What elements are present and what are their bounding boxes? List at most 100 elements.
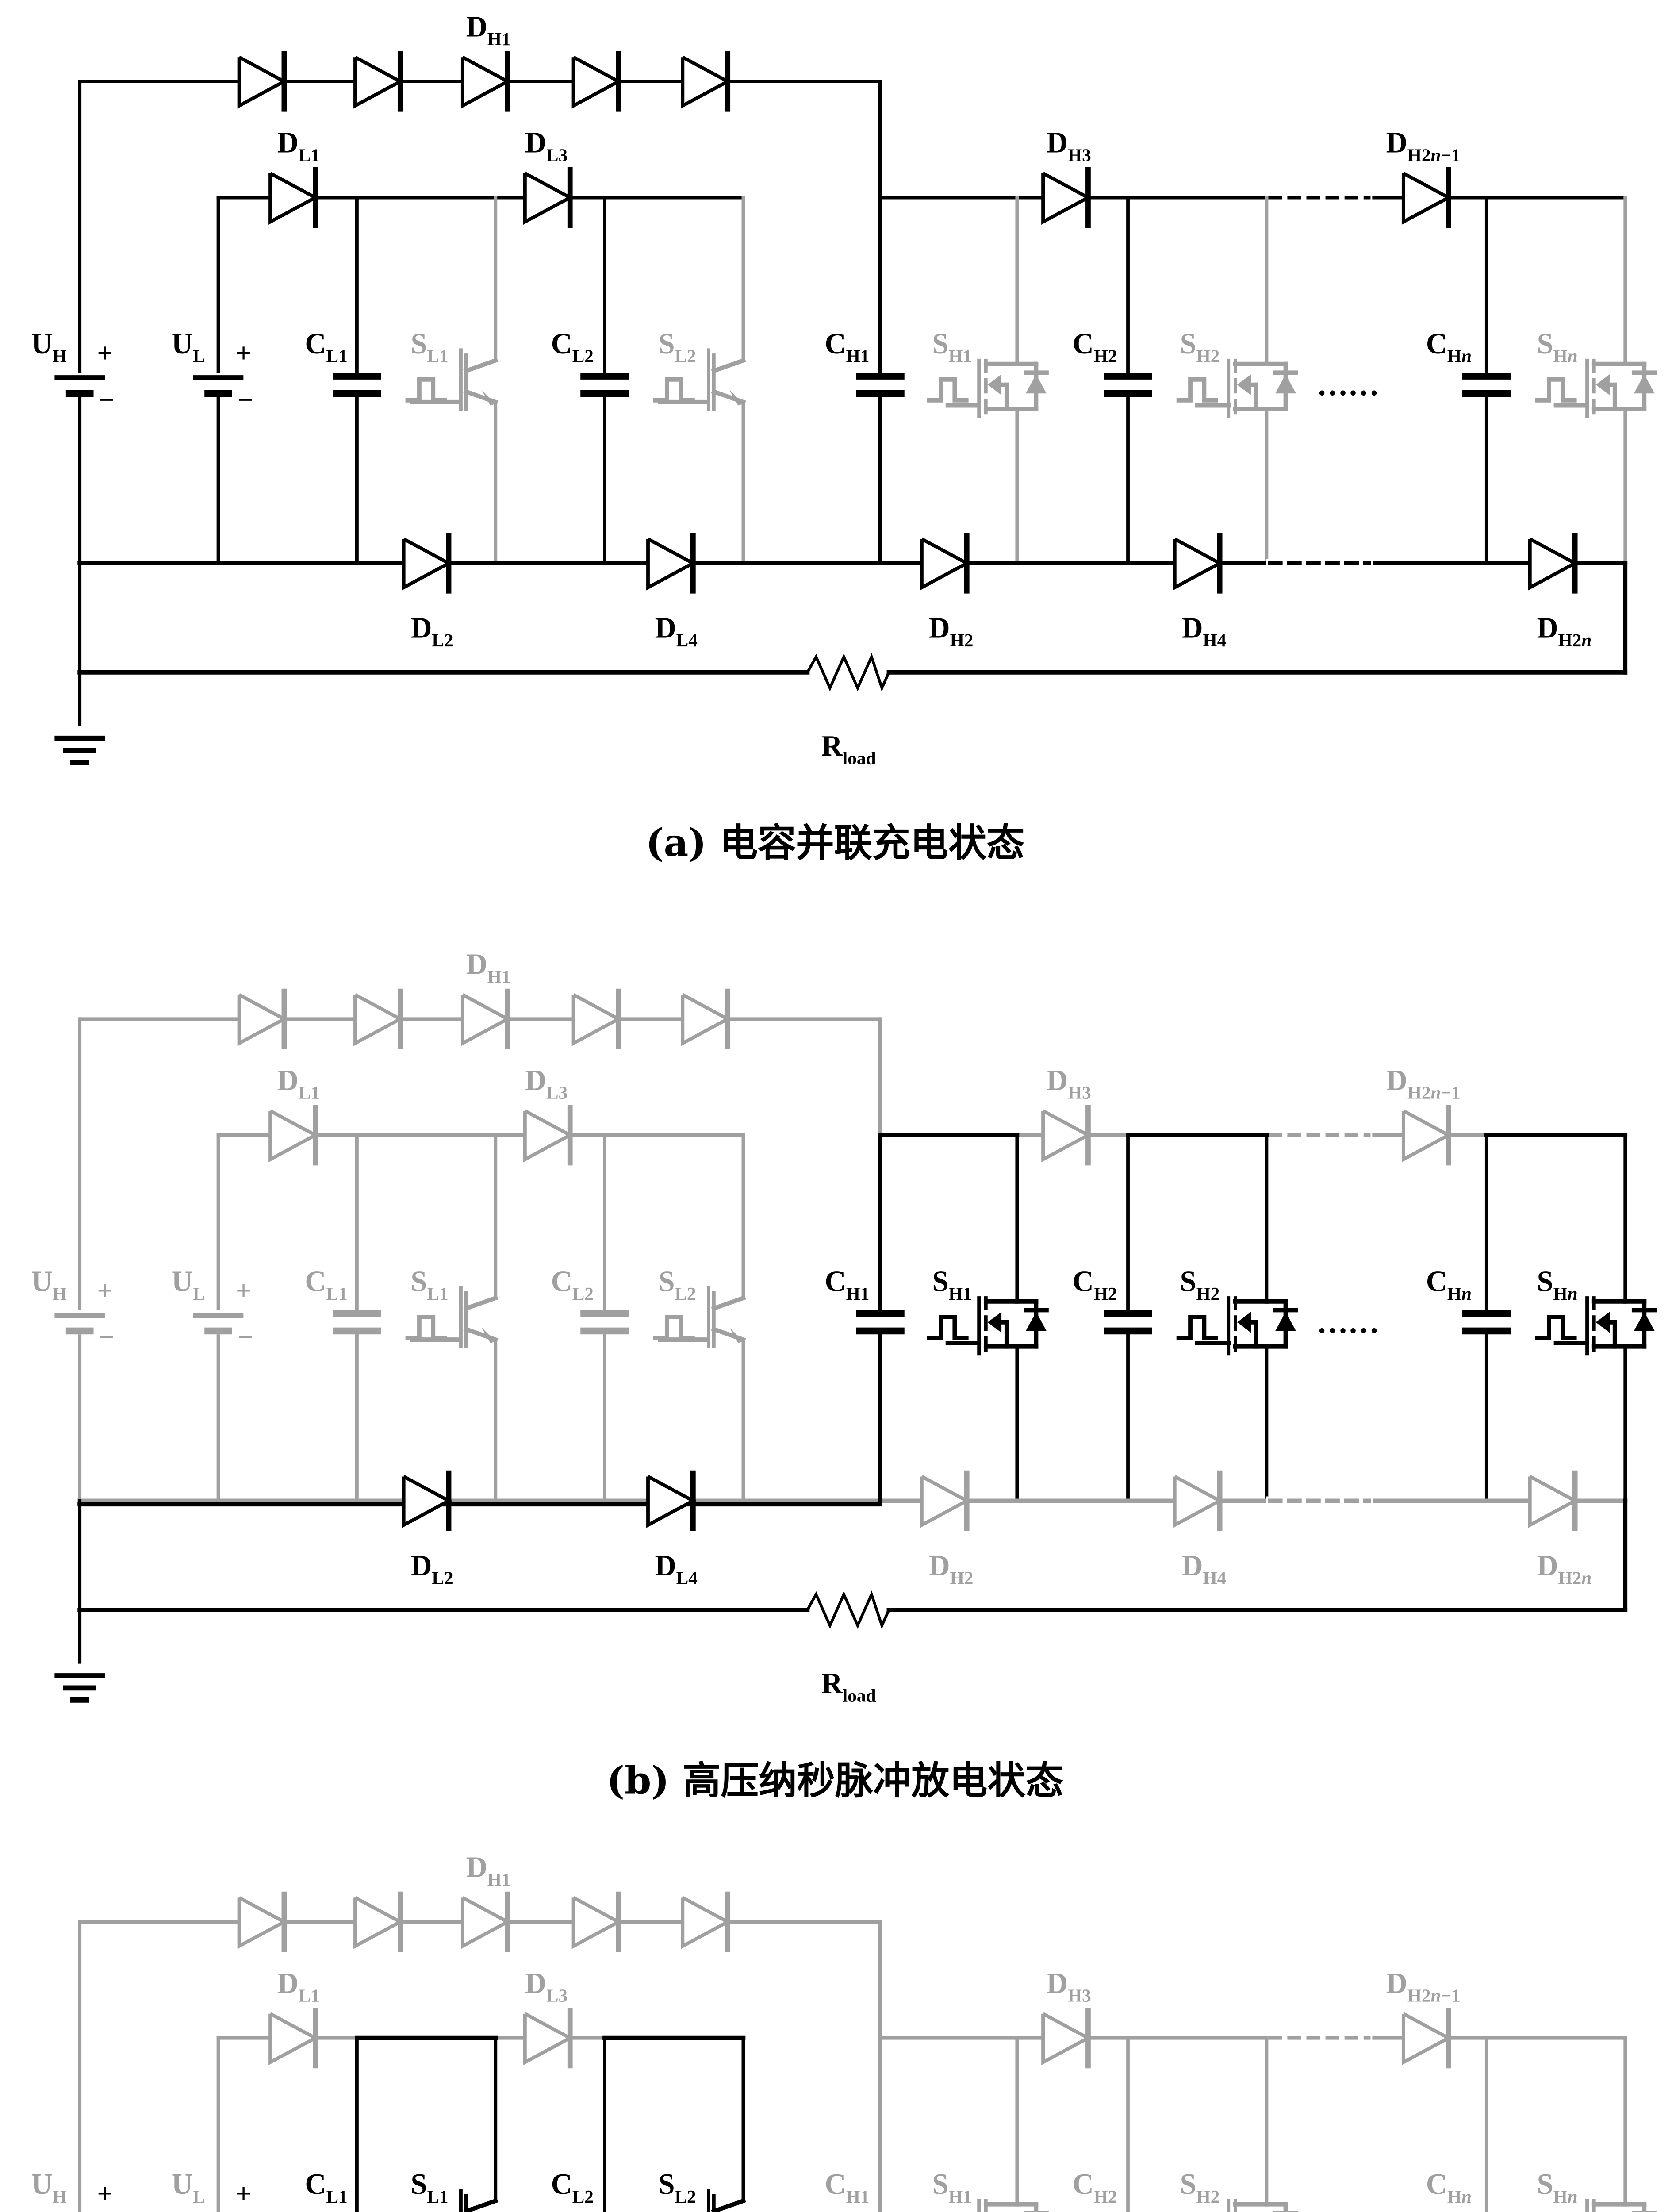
label-sl2: SL2 — [658, 1265, 696, 1304]
label-main: C — [1426, 1265, 1447, 1298]
label-main: D — [929, 612, 950, 645]
diode-dh1-1 — [237, 51, 288, 112]
diode-dl2 — [402, 1470, 453, 1531]
minus-sign-icon: − — [99, 384, 115, 415]
label-subscript: L1 — [326, 346, 348, 366]
label-subscript: L1 — [299, 1083, 320, 1103]
diode-triangle-icon — [353, 1896, 404, 1949]
label-main: D — [525, 127, 546, 159]
label-main: U — [172, 328, 193, 360]
label-main: S — [932, 2168, 948, 2200]
label-main: D — [277, 127, 299, 159]
body-diode-icon — [1634, 374, 1655, 394]
label-dl4: DL4 — [655, 612, 698, 651]
diode-triangle-icon — [1401, 1109, 1452, 1163]
igbt-sl2 — [707, 2189, 746, 2212]
label-subscript: H2 — [1407, 1985, 1431, 2005]
battery-ul: +− — [193, 1275, 253, 1353]
stage-ellipsis: …… — [1317, 1305, 1379, 1340]
diode-dh2n — [1528, 533, 1579, 594]
mosfet-sh1 — [927, 358, 1049, 418]
label-subscript: L2 — [675, 346, 696, 366]
mosfet-sh2 — [1176, 358, 1298, 418]
igbt-sl1 — [405, 348, 499, 411]
label-subscript: L1 — [427, 1283, 448, 1304]
diode-triangle-icon — [353, 993, 404, 1046]
label-ch1: CH1 — [825, 328, 870, 366]
label-subscript: H1 — [948, 1283, 972, 1304]
diode-triangle-icon — [646, 1475, 697, 1528]
diode-dh4 — [1173, 533, 1223, 594]
label-main: D — [277, 1064, 299, 1097]
label-dl1: DL1 — [277, 1967, 320, 2006]
diode-triangle-icon — [571, 55, 622, 109]
label-main: D — [1386, 127, 1407, 159]
label-sh2: SH2 — [1180, 328, 1220, 366]
diode-triangle-icon — [402, 1475, 453, 1528]
stage-ellipsis: …… — [1317, 368, 1379, 402]
label-main: C — [1073, 328, 1094, 360]
label-main: C — [305, 328, 326, 360]
label-uh: UH — [31, 328, 67, 366]
diode-triangle-icon — [1401, 172, 1452, 225]
diode-triangle-icon — [1528, 537, 1579, 591]
mosfet-sh2 — [1176, 1296, 1298, 1356]
label-main: D — [1047, 127, 1068, 159]
label-subscript: L2 — [572, 2186, 594, 2207]
label-dh1: DH1 — [466, 948, 511, 987]
diode-dh1-3 — [460, 51, 511, 112]
label-subscript-tail: −1 — [1441, 1985, 1460, 2005]
label-dh2: DH2 — [929, 1550, 974, 1588]
label-subscript: H — [53, 2186, 67, 2207]
gate-pulse-icon — [405, 377, 447, 403]
emitter-arrow-icon — [729, 1327, 744, 1343]
label-dl3: DL3 — [525, 127, 568, 165]
label-dl4: DL4 — [655, 1550, 698, 1588]
diode-dl3 — [523, 1105, 574, 1166]
label-ch2: CH2 — [1073, 328, 1117, 366]
emitter-arrow-icon — [729, 390, 744, 406]
label-main: S — [658, 328, 675, 360]
label-ul: UL — [172, 2168, 205, 2207]
label-main: S — [1180, 328, 1196, 360]
label-subscript: H — [1553, 1283, 1567, 1304]
diode-triangle-icon — [268, 172, 319, 225]
label-subscript-italic: n — [1461, 346, 1472, 366]
label-subscript-italic: n — [1431, 1985, 1441, 2005]
diode-dh1-5 — [681, 988, 732, 1049]
diode-dh2n — [1528, 1470, 1579, 1531]
label-main: D — [1537, 1550, 1558, 1582]
label-subscript: L2 — [572, 1283, 594, 1304]
label-subscript: H4 — [1203, 1567, 1227, 1588]
label-ch2: CH2 — [1073, 2168, 1117, 2207]
capacitor-cl1 — [333, 373, 381, 397]
diode-triangle-icon — [681, 993, 732, 1046]
plus-sign-icon: + — [97, 338, 113, 369]
label-rload: Rload — [821, 730, 876, 768]
label-dl1: DL1 — [277, 1064, 320, 1103]
label-main: D — [277, 1967, 299, 2000]
label-main: S — [410, 1265, 427, 1298]
capacitor-ch1 — [856, 1310, 905, 1335]
label-subscript: L3 — [546, 1985, 568, 2005]
diode-dh1-2 — [353, 51, 404, 112]
label-sh1: SH1 — [932, 2168, 972, 2207]
label-main: C — [305, 2168, 326, 2200]
label-subscript: L3 — [546, 145, 568, 165]
diode-triangle-icon — [237, 55, 288, 109]
label-subscript: L1 — [299, 1985, 320, 2005]
label-sh1: SH1 — [932, 1265, 972, 1304]
label-subscript: L4 — [676, 630, 698, 650]
label-cl2: CL2 — [551, 328, 594, 366]
label-chn: CHn — [1426, 328, 1472, 366]
diode-triangle-icon — [523, 172, 574, 225]
label-dh3: DH3 — [1047, 1064, 1091, 1103]
label-subscript: L — [193, 1283, 205, 1304]
body-arrow-icon — [987, 374, 1002, 396]
label-subscript-italic: n — [1431, 1083, 1441, 1103]
label-dh3: DH3 — [1047, 1967, 1091, 2006]
label-subscript-italic: n — [1581, 1567, 1591, 1588]
